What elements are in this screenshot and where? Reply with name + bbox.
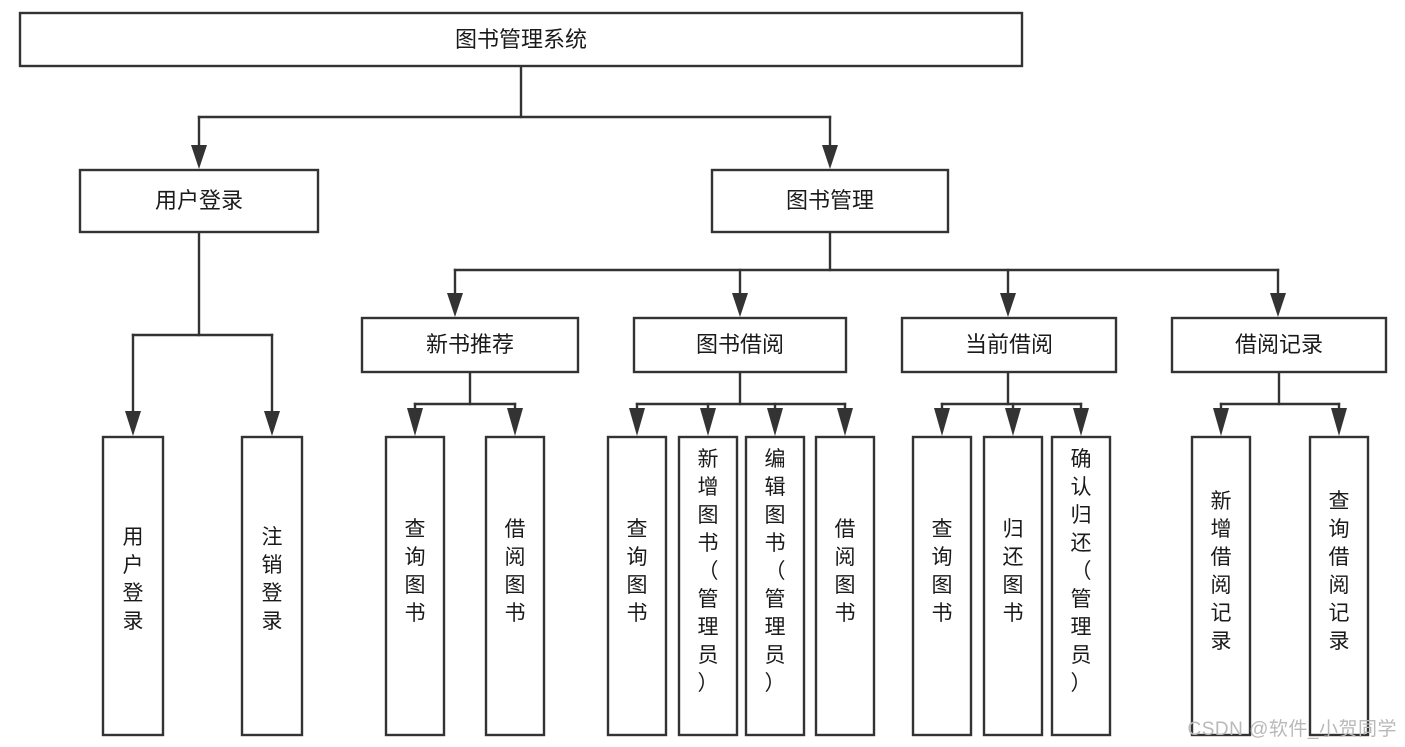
node-leaf-edit-book-admin[interactable]: 编辑图书（管理员） <box>744 435 806 737</box>
connector-layer <box>125 64 1347 436</box>
node-leaf-logout[interactable]: 注销登录 <box>240 435 304 737</box>
node-leaf-add-borrow-record[interactable]: 新增借阅记录 <box>1190 435 1252 737</box>
arrow-head-leaf-query-book-borrow <box>629 408 645 436</box>
arrow-head-leaf-return-book <box>1005 408 1021 436</box>
node-leaf-borrow-book-box[interactable] <box>814 435 876 737</box>
arrow-head-leaf-query-book-recommend <box>407 408 423 436</box>
node-user-login-label: 用户登录 <box>155 188 243 213</box>
node-leaf-borrow-book[interactable]: 借阅图书 <box>814 435 876 737</box>
node-current-borrow-label: 当前借阅 <box>965 332 1053 357</box>
node-leaf-return-book-box[interactable] <box>982 435 1044 737</box>
node-leaf-add-borrow-record-box[interactable] <box>1190 435 1252 737</box>
node-leaf-query-book-borrow-box[interactable] <box>606 435 668 737</box>
node-user-login[interactable]: 用户登录 <box>78 168 320 234</box>
node-leaf-query-book-recommend-box[interactable] <box>384 435 446 737</box>
node-leaf-query-book-borrow-label: 查询图书 <box>627 518 648 625</box>
node-leaf-add-borrow-record-label: 新增借阅记录 <box>1211 490 1232 653</box>
node-leaf-edit-book-admin-label: 编辑图书（管理员） <box>765 448 786 695</box>
arrow-head-leaf-borrow-book <box>837 408 853 436</box>
node-leaf-borrow-book-label: 借阅图书 <box>835 518 856 625</box>
node-leaf-query-book-borrow[interactable]: 查询图书 <box>606 435 668 737</box>
node-leaf-confirm-return-admin-label: 确认归还（管理员） <box>1071 448 1092 695</box>
node-leaf-query-book-current-box[interactable] <box>911 435 973 737</box>
node-borrow-record-label: 借阅记录 <box>1235 332 1323 357</box>
arrow-head-current-borrow <box>1000 293 1016 317</box>
arrow-head-leaf-logout <box>264 411 280 436</box>
node-leaf-return-book[interactable]: 归还图书 <box>982 435 1044 737</box>
node-leaf-add-book-admin-label: 新增图书（管理员） <box>698 448 719 695</box>
node-leaf-confirm-return-admin[interactable]: 确认归还（管理员） <box>1050 435 1112 737</box>
node-borrow-record[interactable]: 借阅记录 <box>1170 316 1388 374</box>
node-borrow-record-box[interactable] <box>1170 316 1388 374</box>
node-book-borrow[interactable]: 图书借阅 <box>632 316 848 374</box>
node-book-management-box[interactable] <box>710 168 950 234</box>
node-leaf-confirm-return-admin-box[interactable] <box>1050 435 1112 737</box>
arrow-head-leaf-borrow-book-recommend <box>507 408 523 436</box>
node-leaf-query-borrow-record[interactable]: 查询借阅记录 <box>1308 435 1370 737</box>
node-leaf-borrow-book-recommend[interactable]: 借阅图书 <box>484 435 546 737</box>
node-current-borrow-box[interactable] <box>900 316 1118 374</box>
node-leaf-borrow-book-recommend-box[interactable] <box>484 435 546 737</box>
node-leaf-query-book-current[interactable]: 查询图书 <box>911 435 973 737</box>
node-leaf-query-borrow-record-label: 查询借阅记录 <box>1329 490 1350 653</box>
arrow-head-new-book-recommend <box>447 293 463 317</box>
node-leaf-query-book-current-label: 查询图书 <box>932 518 953 625</box>
arrow-head-leaf-add-borrow-record <box>1213 408 1229 436</box>
arrow-head-leaf-edit-book-admin <box>767 408 783 436</box>
node-leaf-edit-book-admin-box[interactable] <box>744 435 806 737</box>
node-leaf-query-book-recommend-label: 查询图书 <box>405 518 426 625</box>
node-new-book-recommend-box[interactable] <box>360 316 580 374</box>
node-user-login-box[interactable] <box>78 168 320 234</box>
node-leaf-query-borrow-record-box[interactable] <box>1308 435 1370 737</box>
node-leaf-add-book-admin-box[interactable] <box>677 435 739 737</box>
node-root[interactable]: 图书管理系统 <box>18 11 1024 68</box>
node-leaf-user-login[interactable]: 用户登录 <box>101 435 165 737</box>
node-leaf-add-book-admin[interactable]: 新增图书（管理员） <box>677 435 739 737</box>
arrow-head-borrow-record <box>1270 293 1286 317</box>
arrow-head-leaf-confirm-return-admin <box>1073 408 1089 436</box>
node-leaf-borrow-book-recommend-label: 借阅图书 <box>505 518 526 625</box>
node-new-book-recommend[interactable]: 新书推荐 <box>360 316 580 374</box>
node-leaf-logout-box[interactable] <box>240 435 304 737</box>
node-leaf-query-book-recommend[interactable]: 查询图书 <box>384 435 446 737</box>
node-root-label: 图书管理系统 <box>455 27 587 52</box>
csdn-watermark: CSDN @软件_小贺同学 <box>1187 719 1397 740</box>
node-book-borrow-label: 图书借阅 <box>696 332 784 357</box>
node-leaf-user-login-box[interactable] <box>101 435 165 737</box>
arrow-head-user-login <box>191 145 207 169</box>
node-book-borrow-box[interactable] <box>632 316 848 374</box>
node-leaf-return-book-label: 归还图书 <box>1003 518 1024 625</box>
node-leaf-user-login-label: 用户登录 <box>123 526 144 633</box>
arrow-head-book-management <box>822 145 838 169</box>
arrow-head-leaf-query-book-current <box>934 408 950 436</box>
node-book-management[interactable]: 图书管理 <box>710 168 950 234</box>
node-book-management-label: 图书管理 <box>786 188 874 213</box>
node-new-book-recommend-label: 新书推荐 <box>426 332 514 357</box>
node-current-borrow[interactable]: 当前借阅 <box>900 316 1118 374</box>
arrow-head-leaf-query-borrow-record <box>1331 408 1347 436</box>
node-root-box[interactable] <box>18 11 1024 68</box>
node-leaf-logout-label: 注销登录 <box>262 526 283 633</box>
arrow-head-leaf-user-login <box>125 411 141 436</box>
arrow-head-book-borrow <box>732 293 748 317</box>
arrow-head-leaf-add-book-admin <box>700 408 716 436</box>
